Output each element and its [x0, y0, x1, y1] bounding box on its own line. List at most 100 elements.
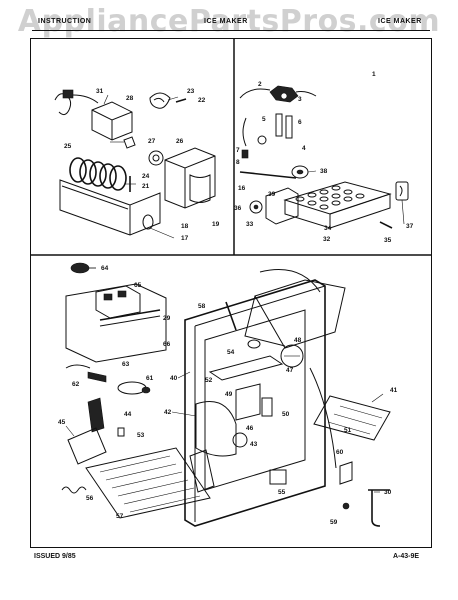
- callout-29: 29: [163, 315, 171, 322]
- part-43-detail: [232, 432, 248, 448]
- callout-30: 30: [384, 489, 392, 496]
- callout-28: 28: [126, 95, 134, 102]
- part-16-shaft: [239, 171, 297, 179]
- part-40-housing-opening: [204, 309, 306, 491]
- callout-55: 55: [278, 489, 286, 496]
- header-middle: ICE MAKER: [204, 18, 248, 25]
- callout-50: 50: [282, 411, 290, 418]
- part-23-clip: [149, 92, 171, 109]
- part-30-rod: [371, 490, 381, 527]
- part-34-mold-cavities: [295, 185, 365, 210]
- callout-6: 6: [298, 119, 302, 126]
- watermark: AppliancePartsPros.com: [17, 4, 441, 39]
- part-59-screw: [342, 502, 350, 510]
- callout-57: 57: [116, 513, 124, 520]
- callout-38: 38: [320, 168, 328, 175]
- part-60-bracket: [339, 461, 353, 485]
- callout-19: 19: [212, 221, 220, 228]
- callout-25: 25: [64, 143, 72, 150]
- callout-46: 46: [246, 425, 254, 432]
- callout-5: 5: [262, 116, 266, 123]
- callout-66: 66: [163, 341, 171, 348]
- part-41-tray: [313, 395, 391, 441]
- part-35-rake: [379, 221, 393, 229]
- part-34-mold-side: [284, 193, 391, 229]
- part-28-block: [91, 101, 133, 141]
- issued-date: ISSUED 9/85: [34, 553, 76, 560]
- part-51-harness: [259, 269, 321, 293]
- part-31-harness: [54, 93, 72, 116]
- callout-1: 1: [372, 71, 376, 78]
- part-56-spring: [61, 486, 87, 494]
- callout-44: 44: [124, 411, 132, 418]
- part-36-knob: [249, 200, 263, 214]
- callout-49: 49: [225, 391, 233, 398]
- callout-60: 60: [336, 449, 344, 456]
- callout-41: 41: [390, 387, 398, 394]
- callout-51: 51: [344, 427, 352, 434]
- part-7-fitting: [257, 135, 267, 145]
- part-5-tube: [275, 113, 283, 137]
- part-48-chute: [254, 279, 346, 349]
- callout-34: 34: [324, 225, 332, 232]
- callout-59: 59: [330, 519, 338, 526]
- callout-32: 32: [323, 236, 331, 243]
- callout-26: 26: [176, 138, 184, 145]
- part-8-fitting: [241, 149, 249, 159]
- callout-36: 36: [234, 205, 242, 212]
- part-66-bracket: [65, 283, 167, 363]
- part-62-socket: [65, 364, 91, 369]
- callout-39: 39: [268, 191, 276, 198]
- callout-47: 47: [286, 367, 294, 374]
- callout-18: 18: [181, 223, 189, 230]
- callout-52: 52: [205, 377, 213, 384]
- part-45-pad-left: [67, 427, 107, 465]
- callout-61: 61: [146, 375, 154, 382]
- callout-62: 62: [72, 381, 80, 388]
- callout-24: 24: [142, 173, 150, 180]
- callout-42: 42: [164, 409, 172, 416]
- page-reference: A-43-9E: [393, 553, 420, 560]
- callout-17: 17: [181, 235, 189, 242]
- part-22-screw: [175, 98, 187, 103]
- part-55-bracket: [269, 469, 287, 485]
- header-rule: [32, 30, 430, 31]
- part-18-funnel: [164, 147, 216, 209]
- part-42-door: [195, 401, 237, 457]
- callout-27: 27: [148, 138, 156, 145]
- top-right-assembly: 2 3 5 6 4 7 8 16 38 39 36 33 34 32 35 37…: [234, 71, 414, 244]
- header-left: INSTRUCTION: [38, 18, 92, 25]
- part-52-shelf: [208, 355, 284, 381]
- part-26-grommet: [148, 150, 164, 166]
- part-53-clip: [117, 427, 125, 437]
- part-51-wire: [309, 367, 337, 469]
- part-44-arm: [87, 397, 105, 433]
- callout-56: 56: [86, 495, 94, 502]
- part-31-connector: [62, 89, 74, 99]
- part-17-housing: [59, 179, 161, 236]
- callout-63: 63: [122, 361, 130, 368]
- part-50-block: [261, 397, 273, 417]
- callout-8: 8: [236, 159, 240, 166]
- callout-21: 21: [142, 183, 150, 190]
- callout-45: 45: [58, 419, 66, 426]
- part-40-housing: [184, 279, 326, 527]
- part-6-tube: [285, 115, 293, 139]
- callout-3: 3: [298, 96, 302, 103]
- part-45-pad-right: [189, 449, 215, 493]
- callout-53: 53: [137, 432, 145, 439]
- callout-64: 64: [101, 265, 109, 272]
- callout-23: 23: [187, 88, 195, 95]
- callout-58: 58: [198, 303, 206, 310]
- part-27: [123, 136, 136, 149]
- callout-54: 54: [227, 349, 235, 356]
- footer-rule: [32, 547, 430, 548]
- part-65-relay: [95, 285, 141, 319]
- part-19-cover: [189, 174, 211, 203]
- callout-22: 22: [198, 97, 206, 104]
- callout-37: 37: [406, 223, 414, 230]
- part-58-rod: [225, 301, 237, 331]
- part-4-hose: [242, 117, 247, 147]
